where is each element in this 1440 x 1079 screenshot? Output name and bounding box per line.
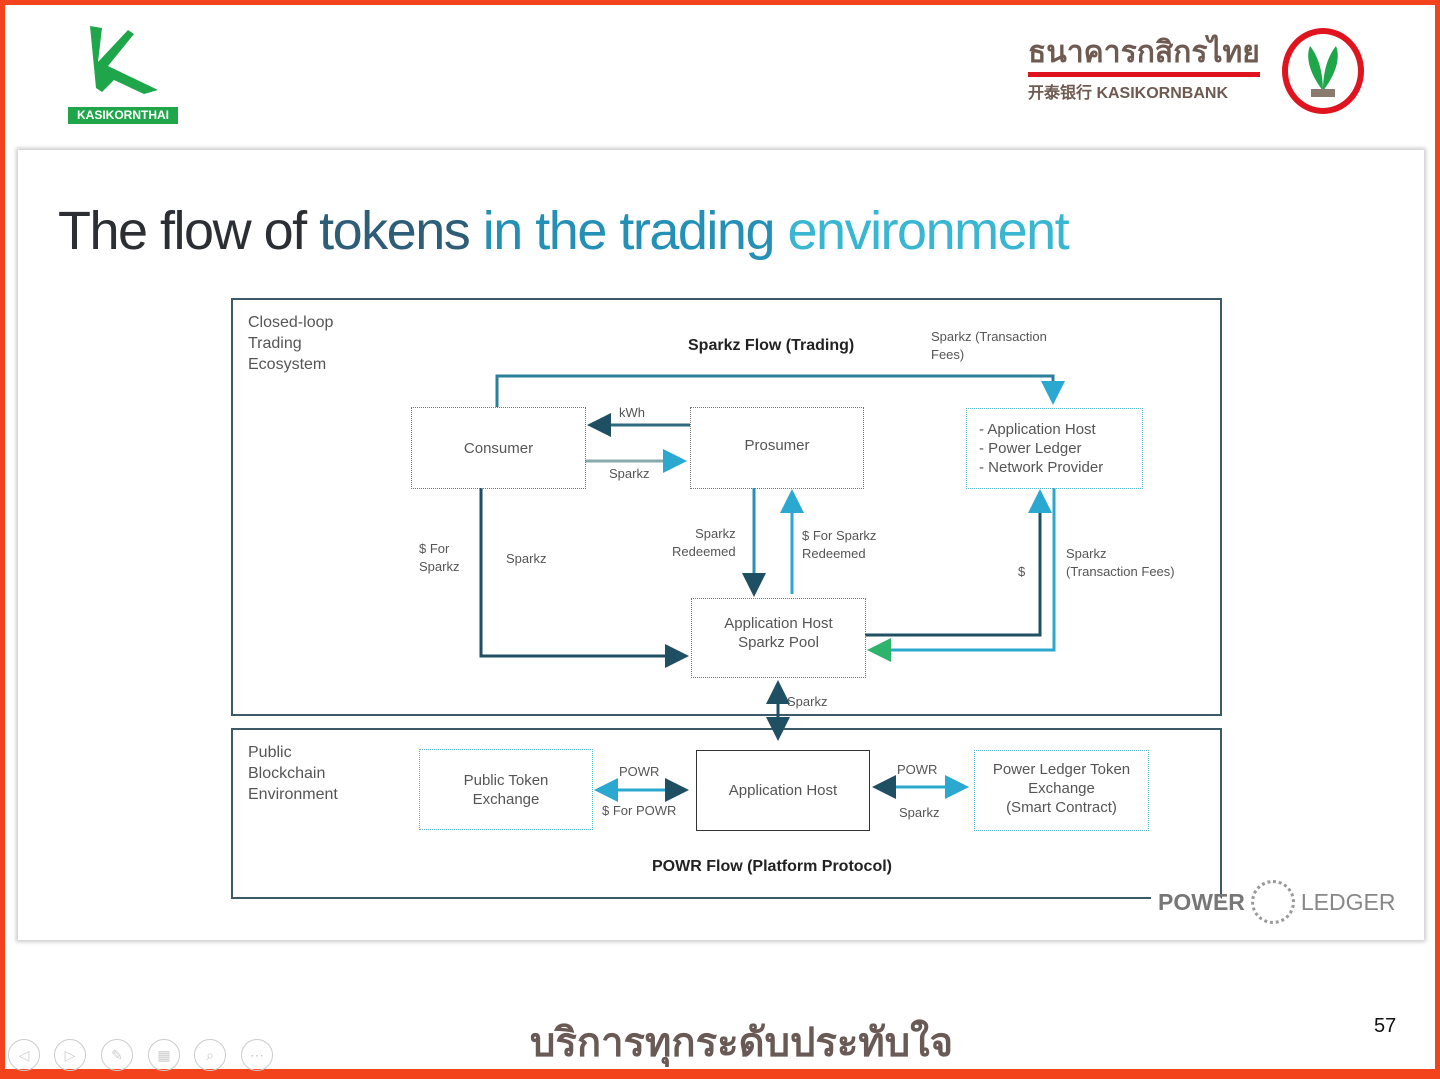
label-powr-left: POWR	[619, 764, 660, 779]
consumer-pool-arrow	[479, 488, 689, 668]
fee-green-arrow	[867, 488, 1056, 662]
label-tx-fees-right: Sparkz (Transaction Fees)	[1066, 546, 1175, 579]
label-tx-fees-top: Sparkz (Transaction Fees)	[931, 329, 1047, 362]
label-for-sparkz-redeemed: $ For Sparkz Redeemed	[802, 528, 877, 561]
consumer-box: Consumer	[411, 407, 586, 489]
label-kwh: kWh	[619, 405, 645, 420]
slide-title: The flow of tokens in the trading enviro…	[58, 201, 1070, 261]
section-public-label: Public Blockchain Environment	[248, 744, 338, 803]
grid-icon: ▦	[157, 1046, 171, 1063]
pen-button[interactable]: ✎	[101, 1039, 133, 1071]
label-powr-right: POWR	[897, 762, 938, 777]
label-dollar: $	[1018, 564, 1026, 579]
pen-icon: ✎	[111, 1046, 123, 1063]
power-ledger-emblem-icon	[1250, 880, 1295, 924]
zoom-button[interactable]: ⌕	[194, 1039, 226, 1071]
application-host-box: Application Host	[696, 750, 870, 831]
trading-ecosystem-frame	[231, 298, 1222, 716]
kasikornbank-logo: ธนาคารกสิกรไทย 开泰银行 KASIKORNBANK	[1028, 36, 1260, 102]
label-sparkz-left: Sparkz	[506, 551, 547, 566]
frame-bottom-line	[231, 897, 1151, 899]
chevron-right-icon: ▷	[64, 1046, 76, 1063]
label-sparkz-mid: Sparkz	[609, 466, 650, 481]
app-host-list-box: - Application Host- Power Ledger- Networ…	[966, 408, 1143, 489]
kasikornthai-logo: KASIKORNTHAI	[68, 22, 178, 124]
label-sparkz-pool: Sparkz	[787, 694, 828, 709]
more-button[interactable]: ⋯	[241, 1039, 273, 1071]
power-ledger-logo: POWER LEDGER	[1158, 880, 1395, 924]
next-slide-button[interactable]: ▷	[54, 1039, 86, 1071]
slide-image	[18, 150, 1424, 940]
more-icon: ⋯	[250, 1046, 264, 1063]
section-trading-label: Closed-loop Trading Ecosystem	[248, 314, 334, 373]
previous-slide-button[interactable]: ◁	[8, 1039, 40, 1071]
page-number: 57	[1374, 1015, 1397, 1037]
label-sparkz-right: Sparkz	[899, 805, 940, 820]
chevron-left-icon: ◁	[18, 1046, 30, 1063]
footer-slogan: บริการทุกระดับประทับใจ	[530, 1021, 954, 1065]
sparkz-flow-heading: Sparkz Flow (Trading)	[688, 337, 855, 354]
public-blockchain-frame	[231, 728, 1222, 899]
kbank-leaf-icon	[1282, 28, 1364, 114]
fee-arrow-top	[495, 374, 1065, 407]
dollar-arrow	[865, 489, 1052, 637]
label-sparkz-redeemed: Sparkz Redeemed	[672, 526, 736, 559]
powr-flow-heading: POWR Flow (Platform Protocol)	[652, 858, 892, 875]
prosumer-box: Prosumer	[690, 407, 864, 489]
slides-button[interactable]: ▦	[148, 1039, 180, 1071]
label-for-powr: $ For POWR	[602, 803, 677, 818]
magnifier-icon: ⌕	[206, 1046, 214, 1063]
label-for-sparkz: $ For Sparkz	[419, 541, 460, 574]
